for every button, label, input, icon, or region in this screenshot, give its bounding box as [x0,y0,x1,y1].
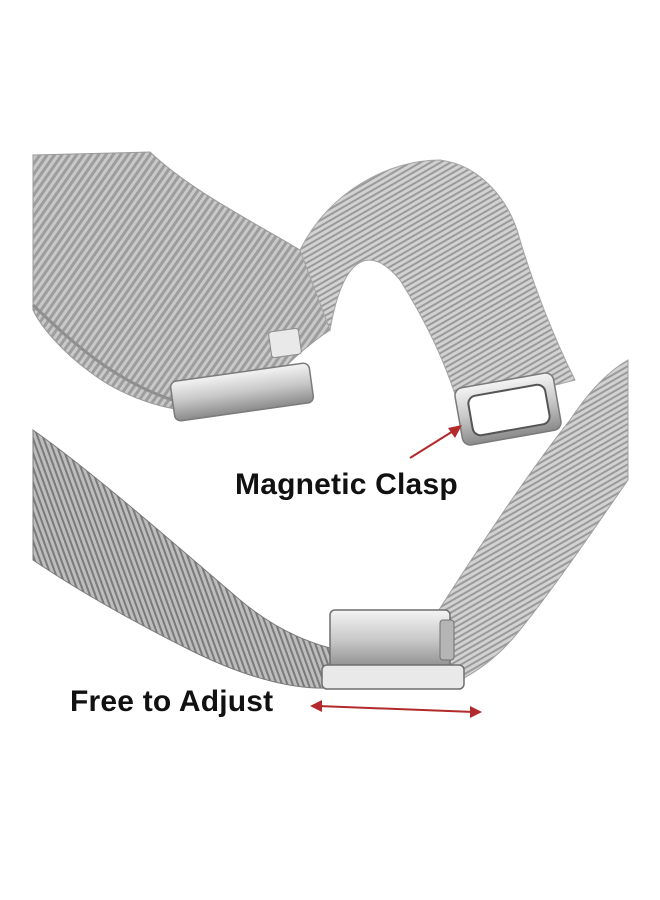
slider-clasp-upper [169,327,315,422]
slider-clasp-lower [321,609,465,690]
clasp-arrow [409,425,462,459]
free-to-adjust-label: Free to Adjust [70,685,274,718]
lower-band-right [419,359,629,681]
upper-band-loop [299,159,576,411]
magnetic-clasp-end [454,372,562,446]
adjust-arrow [310,700,482,718]
magnetic-clasp-label: Magnetic Clasp [235,468,458,501]
